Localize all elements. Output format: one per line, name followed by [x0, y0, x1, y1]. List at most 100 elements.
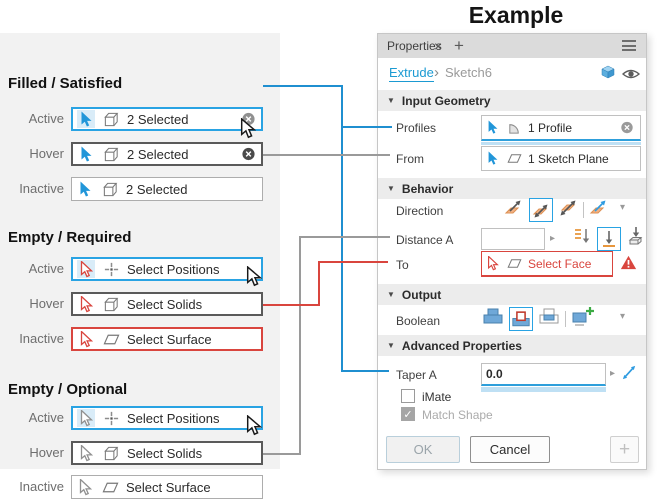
section-output[interactable]: ▼ Output	[378, 284, 646, 305]
example-field-optional-active[interactable]: Select Positions	[71, 406, 263, 430]
divider	[565, 310, 566, 327]
solid-cube-icon	[102, 444, 120, 462]
surface-icon	[101, 478, 119, 496]
field-text: Select Face	[528, 256, 592, 271]
profiles-field[interactable]: 1 Profile	[481, 115, 641, 141]
ok-button[interactable]: OK	[386, 436, 460, 463]
section-behavior[interactable]: ▼ Behavior	[378, 178, 646, 199]
panel-tab-bar: Properties × +	[378, 34, 646, 58]
example-field-optional-inactive[interactable]: Select Surface	[71, 475, 263, 499]
connector-red	[263, 304, 320, 306]
connector-blue	[341, 85, 343, 372]
connector-blue	[343, 370, 389, 372]
surface-icon	[102, 330, 120, 348]
direction-default-icon[interactable]	[504, 197, 524, 222]
direction-options	[504, 197, 609, 222]
state-label: Inactive	[19, 479, 64, 494]
connector-red	[318, 261, 320, 306]
solid-cube-icon	[101, 180, 119, 198]
to-body-icon[interactable]	[626, 226, 646, 251]
add-feature-button[interactable]: +	[610, 436, 639, 463]
field-text: 1 Sketch Plane	[528, 151, 609, 166]
example-field-required-hover[interactable]: Select Solids	[71, 292, 263, 316]
example-field-filled-hover[interactable]: 2 Selected	[71, 142, 263, 166]
section-input-geometry[interactable]: ▼ Input Geometry	[378, 90, 646, 111]
state-label: Hover	[29, 445, 64, 460]
cursor-arrow-icon	[486, 119, 500, 137]
surface-icon	[506, 255, 522, 273]
direction-symmetric-icon[interactable]	[558, 197, 578, 222]
imate-checkbox[interactable]	[401, 389, 415, 403]
cursor-arrow-icon	[77, 409, 95, 427]
distance-a-input[interactable]	[481, 228, 545, 250]
boolean-join-icon[interactable]	[482, 306, 504, 331]
profiles-label: Profiles	[396, 121, 437, 135]
from-label: From	[396, 152, 424, 166]
connector-gray	[301, 236, 390, 238]
example-field-filled-inactive[interactable]: 2 Selected	[71, 177, 263, 201]
solid-body-icon[interactable]	[599, 63, 617, 86]
example-field-required-active[interactable]: Select Positions	[71, 257, 263, 281]
match-shape-label: Match Shape	[422, 408, 493, 422]
to-label: To	[396, 258, 409, 272]
state-label: Active	[28, 410, 64, 425]
state-label: Inactive	[19, 181, 64, 196]
direction-label: Direction	[396, 204, 444, 218]
field-text: Select Solids	[127, 296, 203, 312]
direction-custom-icon[interactable]	[589, 197, 609, 222]
visibility-eye-icon[interactable]	[621, 67, 641, 85]
field-text: Select Solids	[127, 445, 203, 461]
distance-a-label: Distance A	[396, 233, 454, 247]
field-text: 2 Selected	[127, 146, 189, 162]
section-title: Behavior	[401, 181, 454, 196]
boolean-more-caret-icon[interactable]: ▾	[620, 311, 626, 322]
boolean-intersect-icon[interactable]	[538, 306, 560, 331]
cursor-arrow-icon	[76, 478, 94, 496]
cursor-arrow-icon	[77, 260, 95, 278]
field-text: 2 Selected	[127, 111, 189, 127]
from-field[interactable]: 1 Sketch Plane	[481, 146, 641, 171]
taper-angle-icon[interactable]	[621, 364, 638, 386]
section-title: Output	[401, 287, 442, 302]
breadcrumb-current: Sketch6	[445, 65, 492, 80]
boolean-new-body-icon[interactable]	[571, 306, 595, 331]
to-field-error[interactable]: Select Face	[481, 251, 613, 277]
boolean-cut-icon-selected[interactable]	[509, 306, 533, 331]
tab-properties[interactable]: Properties	[387, 39, 442, 53]
select-positions-icon	[102, 409, 120, 427]
menu-icon[interactable]	[622, 40, 636, 54]
state-label: Active	[28, 111, 64, 126]
taper-expression-arrow-icon[interactable]: ▸	[610, 368, 616, 379]
connector-gray	[299, 236, 301, 455]
mouse-pointer-icon	[246, 414, 263, 441]
cursor-arrow-icon	[77, 444, 95, 462]
cursor-arrow-icon	[486, 150, 500, 168]
match-shape-checkbox: ✓	[401, 407, 415, 421]
direction-flipped-icon-selected[interactable]	[529, 197, 553, 222]
imate-label: iMate	[422, 390, 452, 404]
measure-extents-icon[interactable]	[572, 226, 592, 251]
boolean-label: Boolean	[396, 314, 441, 328]
tab-close-icon[interactable]: ×	[434, 38, 443, 54]
example-field-optional-hover[interactable]: Select Solids	[71, 441, 263, 465]
cursor-arrow-icon	[77, 145, 95, 163]
example-field-required-inactive[interactable]: Select Surface	[71, 327, 263, 351]
cancel-button[interactable]: Cancel	[470, 436, 550, 463]
taper-slider-track[interactable]	[481, 387, 606, 392]
divider	[583, 201, 584, 218]
cursor-arrow-icon	[77, 330, 95, 348]
new-tab-icon[interactable]: +	[454, 36, 464, 55]
clear-selection-icon[interactable]	[241, 147, 256, 162]
taper-a-input[interactable]	[481, 363, 606, 386]
connector-blue	[263, 85, 343, 87]
example-field-filled-active[interactable]: 2 Selected	[71, 107, 263, 131]
direction-more-caret-icon[interactable]: ▾	[620, 202, 626, 213]
clear-selection-icon[interactable]	[620, 120, 635, 135]
cursor-arrow-icon	[77, 295, 95, 313]
connector-blue	[343, 126, 392, 128]
to-surface-icon-selected[interactable]	[597, 226, 621, 251]
section-title: Input Geometry	[401, 93, 491, 108]
breadcrumb-extrude-link[interactable]: Extrude	[389, 65, 434, 82]
distance-expression-arrow-icon[interactable]: ▸	[550, 233, 556, 244]
section-advanced-properties[interactable]: ▼ Advanced Properties	[378, 335, 646, 356]
